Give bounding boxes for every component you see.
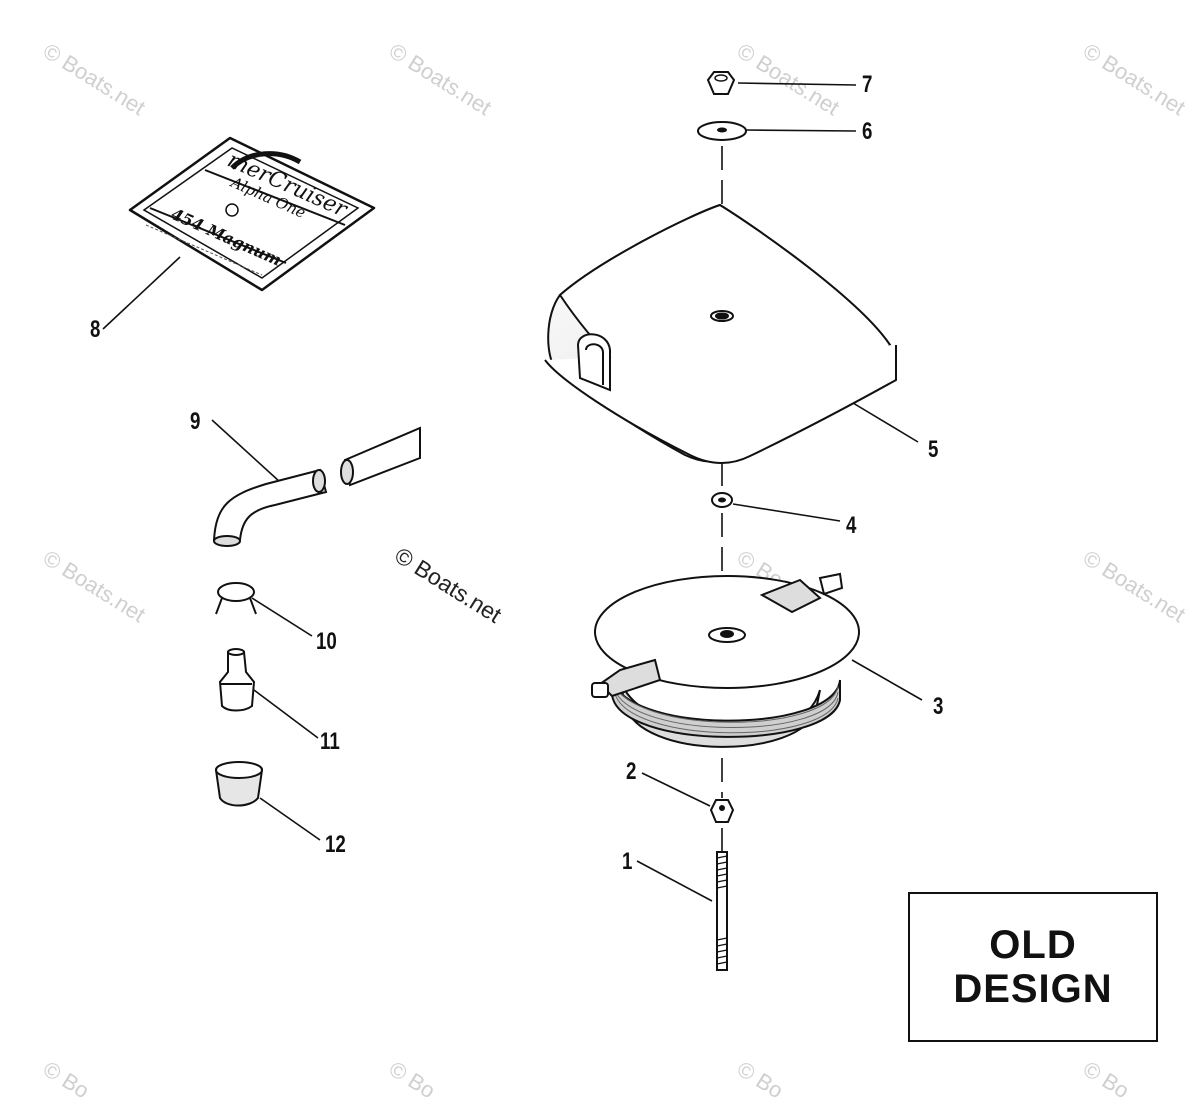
part-2-nut (709, 799, 735, 823)
part-5-cover (544, 203, 897, 464)
callout-4: 4 (846, 512, 857, 539)
callout-8: 8 (90, 316, 101, 343)
callout-7: 7 (862, 71, 873, 98)
part-9-hose (212, 426, 421, 547)
callout-1: 1 (622, 848, 633, 875)
callout-12: 12 (325, 831, 346, 858)
old-design-line-1: OLD (989, 923, 1077, 967)
part-12-cap (214, 761, 264, 807)
callout-9: 9 (190, 408, 201, 435)
part-11-fitting (218, 648, 256, 712)
callout-5: 5 (928, 436, 939, 463)
callout-10: 10 (316, 628, 337, 655)
old-design-line-2: DESIGN (953, 967, 1113, 1011)
part-8-decal: merCruiser Alpha One 454 Magnum (128, 136, 376, 292)
old-design-label: OLD DESIGN (908, 892, 1158, 1042)
part-4-grommet (711, 492, 733, 508)
callout-3: 3 (933, 693, 944, 720)
part-1-stud (716, 851, 728, 971)
part-6-washer (697, 121, 747, 141)
part-7-nut (706, 71, 736, 95)
callout-2: 2 (626, 758, 637, 785)
leader-lines (102, 82, 923, 902)
callout-11: 11 (320, 728, 340, 755)
part-10-clamp (215, 582, 257, 615)
part-3-base (591, 572, 860, 748)
callout-6: 6 (862, 118, 873, 145)
